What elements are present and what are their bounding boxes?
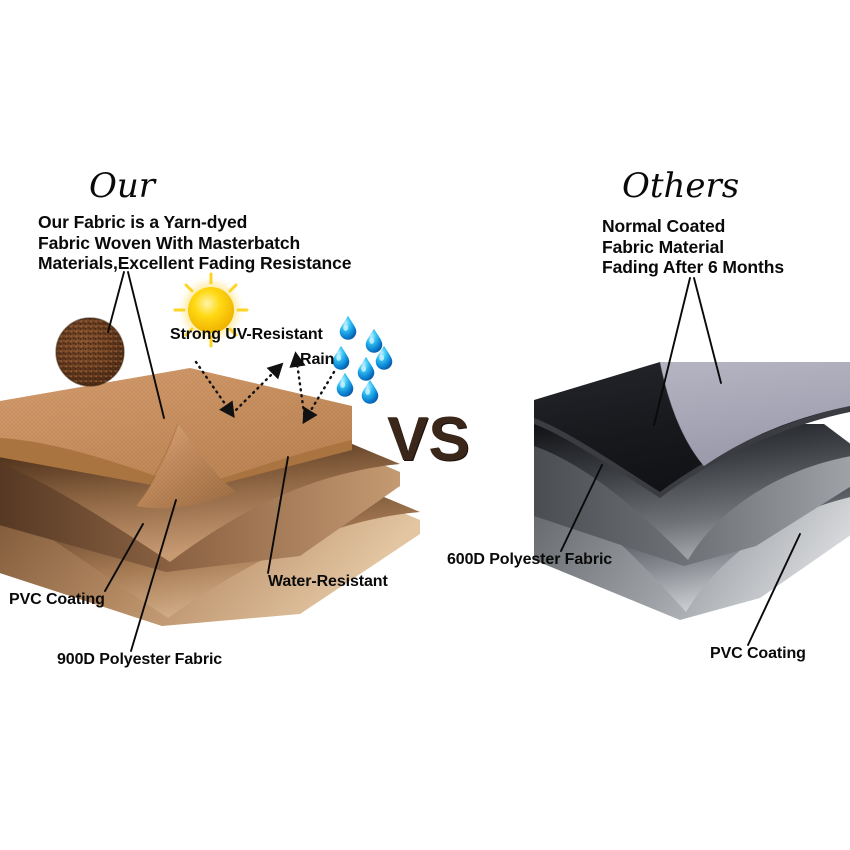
right-fabric-stack: [534, 361, 850, 620]
rain-drops-icon: [332, 315, 393, 404]
rain-reflection-arrows: [289, 351, 336, 425]
left-callout-pvc-coating: PVC Coating: [9, 591, 105, 608]
right-callout-600d-polyester-fabric: 600D Polyester Fabric: [447, 551, 613, 568]
left-panel-description: Our Fabric is a Yarn-dyed Fabric Woven W…: [38, 212, 352, 274]
uv-reflection-arrows: [194, 360, 284, 418]
left-layer-top-fabric: [0, 368, 352, 509]
versus-separator: VS: [387, 405, 470, 474]
left-callout-water-resistant: Water-Resistant: [268, 573, 388, 590]
left-leader-lines: [104, 271, 289, 652]
left-fabric-stack: [0, 368, 420, 626]
left-panel-heading: Our: [89, 166, 156, 206]
right-panel-description: Normal Coated Fabric Material Fading Aft…: [602, 216, 784, 278]
left-callout-900d-polyester-fabric: 900D Polyester Fabric: [57, 651, 223, 668]
left-feature-rain-label: Rain: [300, 351, 335, 368]
masterbatch-pellets-icon: [55, 317, 125, 387]
right-leader-lines: [560, 277, 801, 646]
sun-icon: [173, 272, 249, 348]
right-panel-heading: Others: [622, 166, 740, 206]
left-feature-uv-label: Strong UV-Resistant: [170, 326, 323, 343]
right-layer-top-fabric: [534, 361, 850, 498]
right-callout-pvc-coating: PVC Coating: [710, 645, 806, 662]
